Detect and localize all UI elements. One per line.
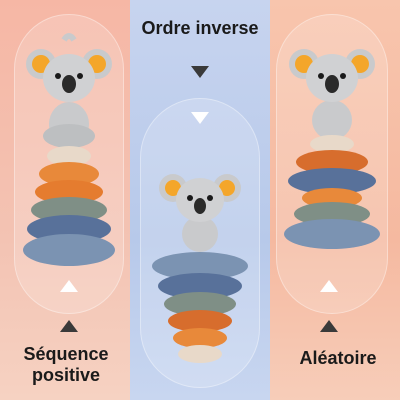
koala-figure bbox=[26, 33, 112, 148]
arrow-down-icon bbox=[191, 66, 209, 78]
koala-stacker-left bbox=[23, 33, 115, 266]
koala-figure bbox=[289, 49, 375, 140]
positive-sequence-line1: Séquence bbox=[23, 344, 109, 364]
positive-sequence-title: Séquence positive bbox=[0, 344, 132, 385]
koala-stacker-middle bbox=[152, 174, 248, 363]
koala-figure bbox=[159, 174, 241, 252]
arrow-up-icon bbox=[60, 320, 78, 332]
arrow-down-icon bbox=[191, 112, 209, 124]
reverse-order-title: Ordre inverse bbox=[141, 18, 259, 38]
koala-stacker-right bbox=[284, 49, 380, 249]
arrow-up-icon bbox=[320, 280, 338, 292]
arrow-up-icon bbox=[60, 280, 78, 292]
arrow-up-icon bbox=[320, 320, 338, 332]
positive-sequence-line2: positive bbox=[31, 364, 101, 385]
random-title: Aléatoire bbox=[299, 348, 377, 368]
